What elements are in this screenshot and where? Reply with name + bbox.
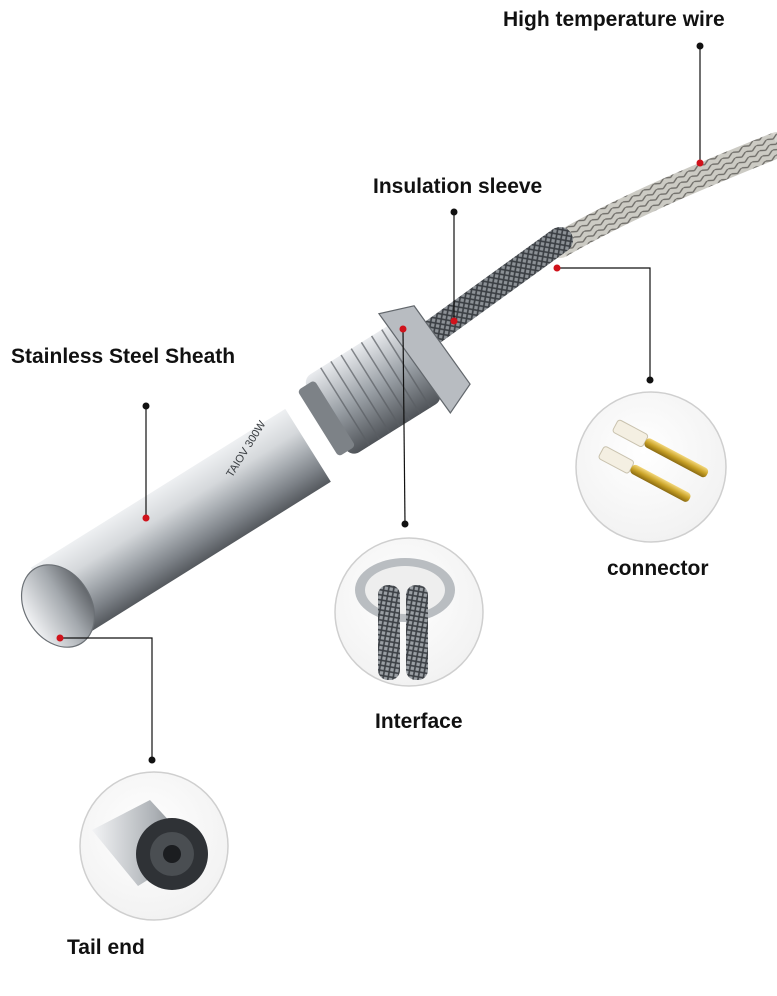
interface-detail	[334, 537, 484, 687]
label-stainless-steel-sheath: Stainless Steel Sheath	[11, 345, 236, 368]
label-high-temperature-wire: High temperature wire	[503, 8, 725, 31]
marker-dot-connector	[553, 264, 561, 272]
anchor-dot-high-temperature-wire	[696, 42, 704, 50]
anchor-dot-interface	[401, 520, 409, 528]
threaded-fitting	[298, 305, 471, 456]
leader-line-tail-end	[60, 637, 153, 760]
anchor-dot-insulation-sleeve	[450, 208, 458, 216]
tube-end-cap	[20, 564, 96, 648]
leader-line-interface	[402, 328, 406, 525]
anchor-dot-connector	[646, 376, 654, 384]
marker-dot-interface	[399, 325, 407, 333]
connector-detail	[575, 391, 727, 543]
label-tail-end: Tail end	[67, 936, 145, 959]
tail-end-detail	[79, 771, 229, 921]
insulation-sleeve	[402, 227, 573, 358]
anchor-dot-stainless-steel-sheath	[142, 402, 150, 410]
label-insulation-sleeve: Insulation sleeve	[373, 175, 543, 198]
high-temperature-wire	[547, 132, 777, 258]
stainless-steel-sheath	[30, 408, 331, 641]
marker-dot-high-temperature-wire	[696, 159, 704, 167]
marker-dot-tail-end	[56, 634, 64, 642]
label-interface: Interface	[375, 710, 463, 733]
marker-dot-stainless-steel-sheath	[142, 514, 150, 522]
anchor-dot-tail-end	[148, 756, 156, 764]
leader-line-connector	[557, 267, 651, 380]
marker-dot-insulation-sleeve	[450, 317, 458, 325]
label-connector: connector	[607, 557, 709, 580]
